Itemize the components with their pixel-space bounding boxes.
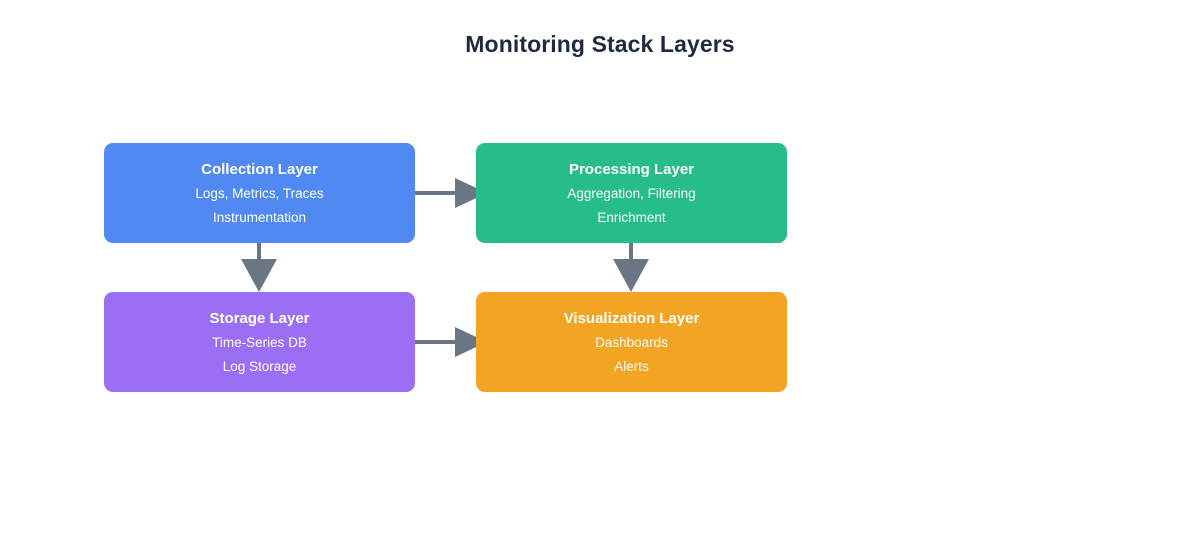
node-detail-line: Alerts [614,359,649,374]
page-title: Monitoring Stack Layers [465,31,735,57]
node-detail-line: Instrumentation [212,210,307,225]
node-visualization-layer[interactable]: Visualization Layer Dashboards Alerts [476,292,787,392]
node-processing-layer[interactable]: Processing Layer Aggregation, Filtering … [476,143,787,243]
arrow-processing-to-visualization [613,243,649,292]
node-detail-line: Dashboards [595,334,668,350]
node-detail-line: Logs, Metrics, Traces [195,185,324,201]
node-detail-line: Enrichment [597,210,666,225]
node-collection-layer[interactable]: Collection Layer Logs, Metrics, Traces I… [104,143,415,243]
node-title: Processing Layer [568,160,695,178]
node-detail-line: Time-Series DB [212,334,307,350]
node-title: Storage Layer [209,309,310,327]
node-storage-layer[interactable]: Storage Layer Time-Series DB Log Storage [104,292,415,392]
node-detail-line: Aggregation, Filtering [567,185,696,201]
node-title: Collection Layer [201,160,318,178]
node-title: Visualization Layer [563,309,700,327]
node-detail-line: Log Storage [222,359,297,374]
arrow-collection-to-storage [241,243,277,292]
